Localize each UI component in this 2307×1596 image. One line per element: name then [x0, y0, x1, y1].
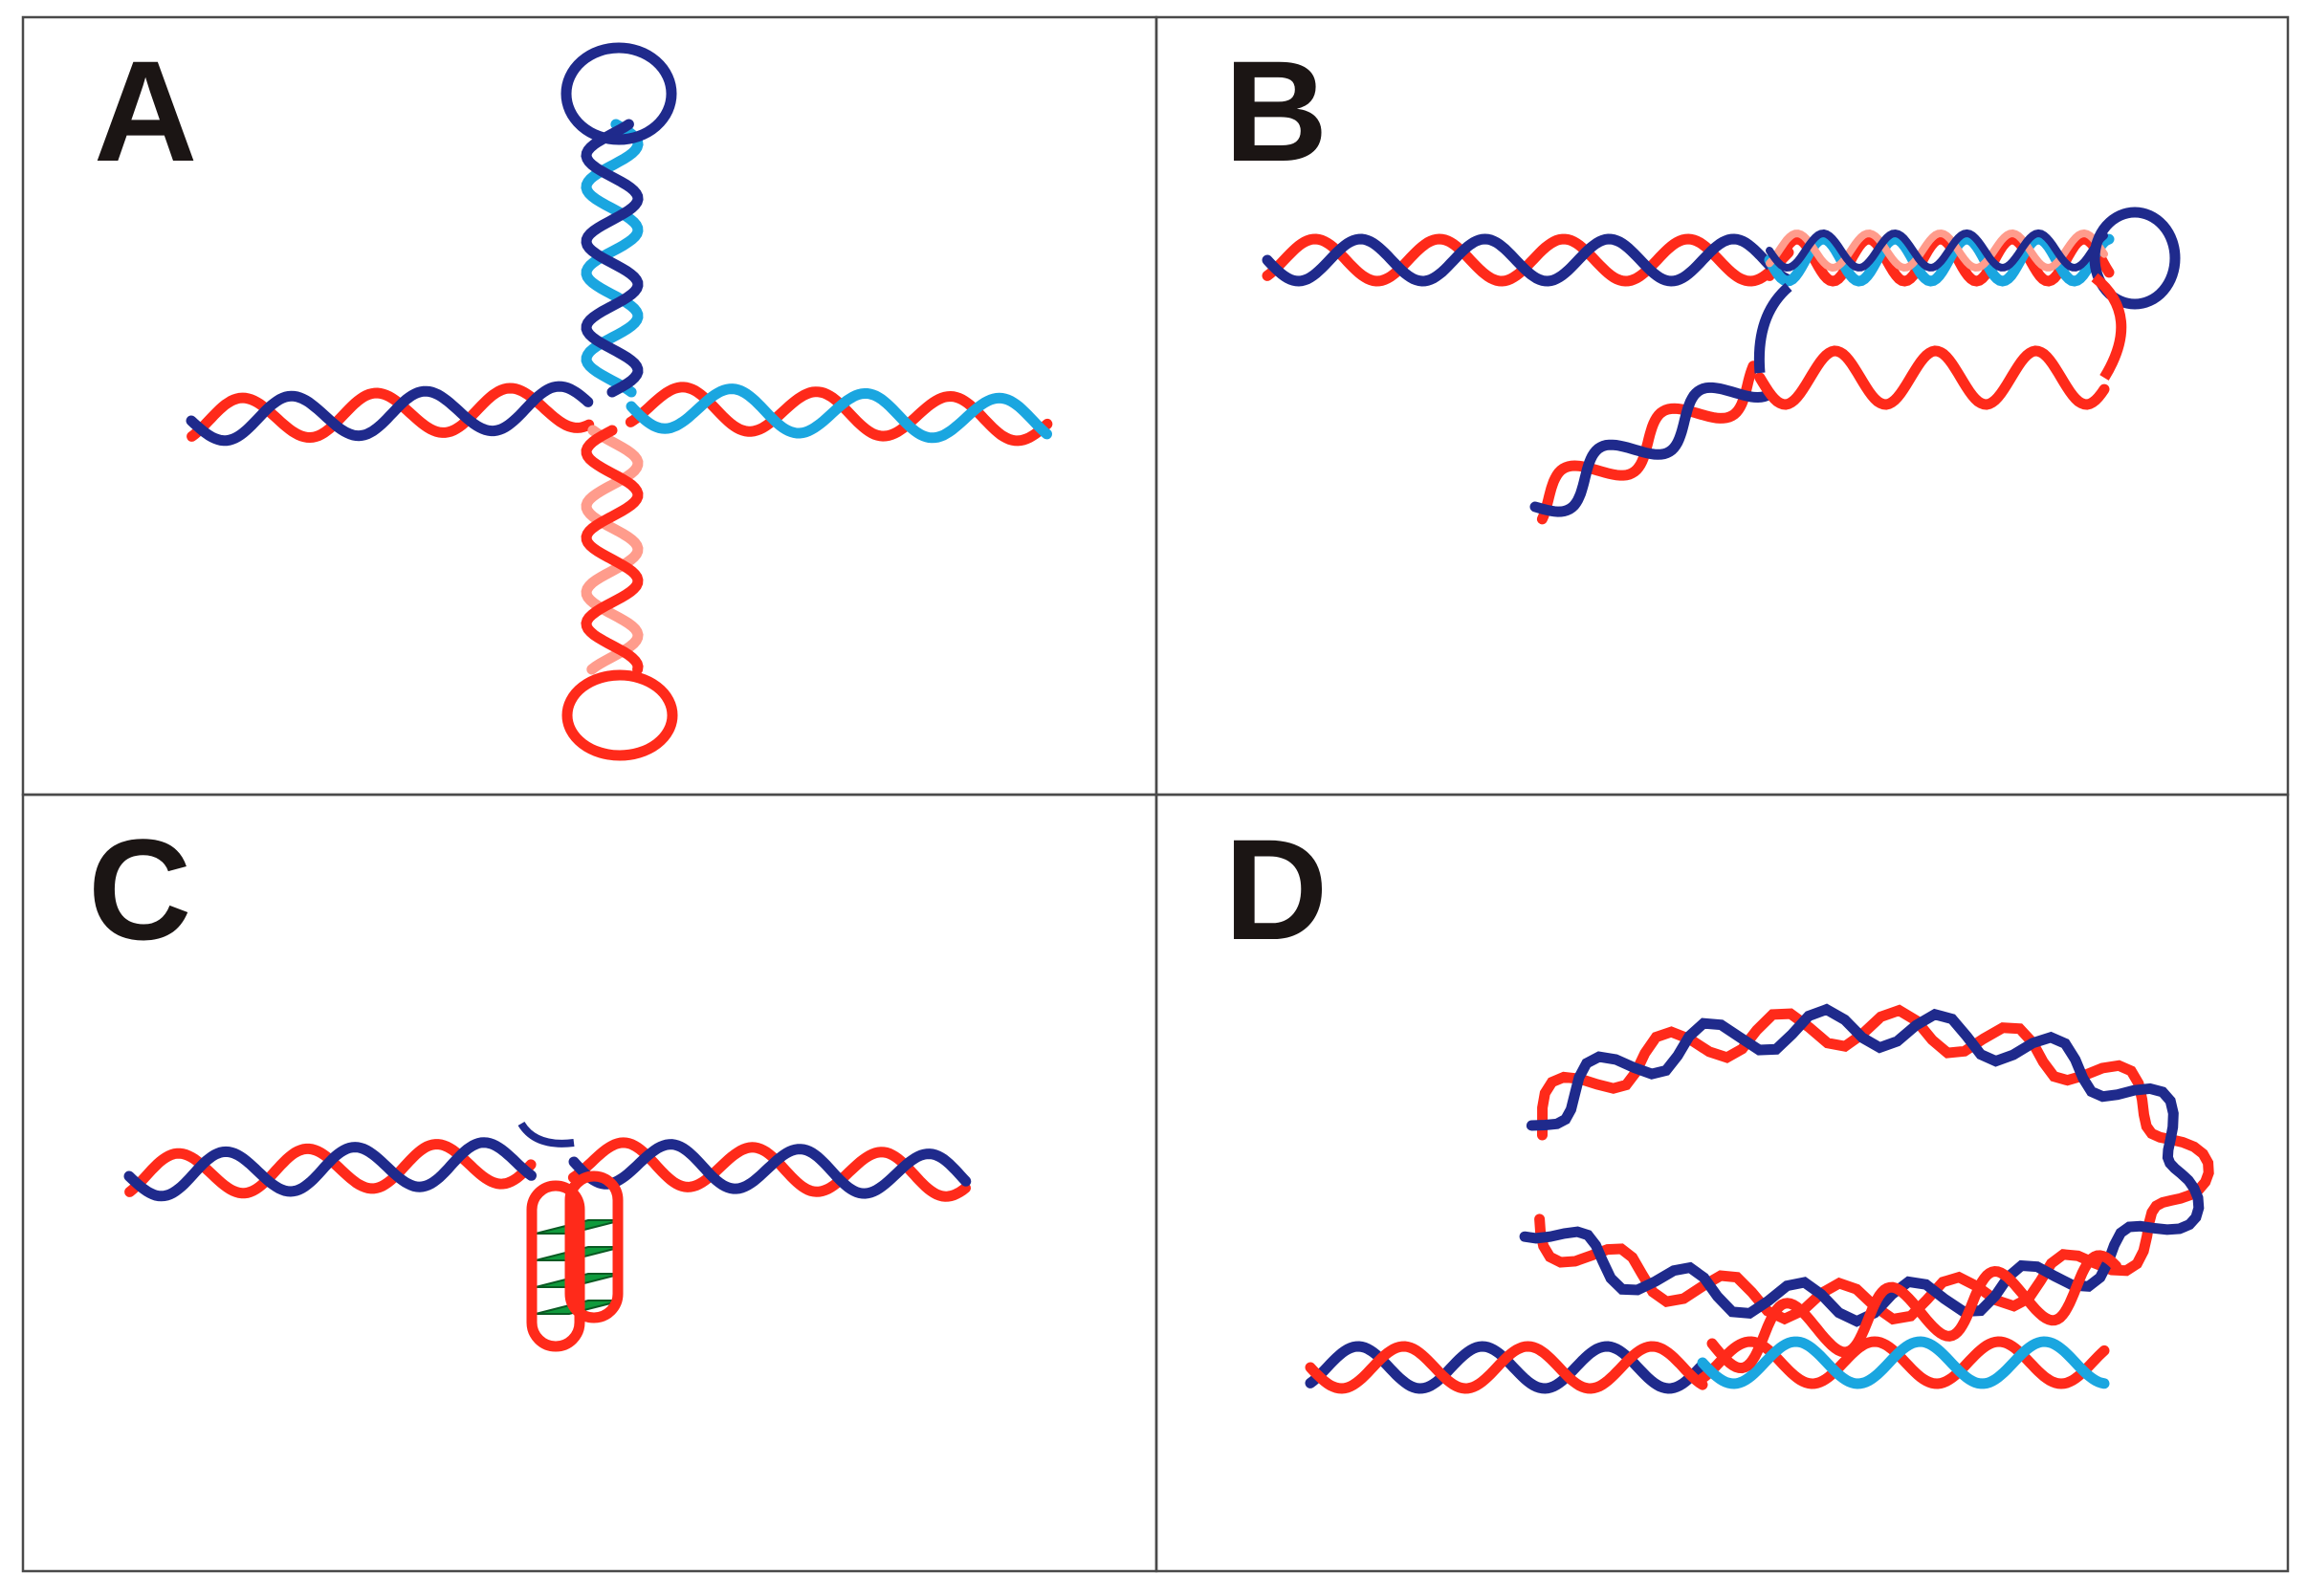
cruciform-right-arm-strand-1 [626, 383, 1052, 444]
cruciform-top-arm-strand-1 [581, 119, 644, 398]
cruciform-bottom-hairpin-loop [561, 669, 678, 761]
triplex-third-strand-strand-1 [1766, 229, 2108, 273]
triplex-lower-duplex-strand-1 [1529, 382, 1775, 517]
triplex-red-connector [2091, 273, 2127, 381]
cruciform-right-arm [625, 382, 1053, 447]
cruciform-top-hairpin-loop [560, 42, 677, 145]
quadruplex-red-loop-2 [564, 1170, 624, 1323]
rloop-displaced-strand [1706, 1250, 2121, 1374]
triplex-lower-duplex [1529, 361, 1775, 525]
triplex-structure [1262, 207, 2181, 525]
triplex-loop [2089, 207, 2181, 310]
quadruplex-right-duplex [567, 1137, 972, 1202]
triplex-lower-duplex-strand-2 [1536, 361, 1759, 525]
panel-label-b: B [1224, 31, 1328, 191]
rloop-bottom-right-duplex-strand-1 [1697, 1336, 2110, 1389]
triplex-duplex-right-strand-2 [1764, 233, 2115, 287]
rloop-bottom-right-duplex [1697, 1336, 2110, 1389]
quadruplex-blue-bridge [517, 1121, 575, 1148]
cruciform-left-arm-strand-1 [186, 381, 594, 447]
triplex-duplex-right [1764, 233, 2115, 287]
triplex-duplex-left [1262, 233, 1794, 287]
triplex-third-strand [1766, 229, 2108, 273]
cruciform-bottom-arm [581, 425, 644, 675]
panel-label-a: A [94, 31, 197, 191]
quadruplex-red-loop-1 [526, 1180, 585, 1352]
cruciform-left-arm [186, 381, 595, 447]
quadruplex-left-duplex [123, 1137, 537, 1202]
triplex-duplex-left-strand-1 [1262, 233, 1794, 287]
panel-grid [21, 15, 2290, 1573]
panel-label-d: D [1224, 809, 1328, 970]
rloop-bottom-left-duplex-strand-1 [1305, 1341, 1708, 1394]
triplex-blue-connector [1753, 282, 1792, 374]
panel-border-d [1154, 793, 2290, 1573]
triplex-third-strand-strand-2 [1766, 229, 2108, 273]
cruciform-bottom-arm-strand-1 [581, 425, 644, 675]
g-quadruplex-structure [123, 1121, 972, 1352]
quadruplex-right-duplex-strand-2 [567, 1137, 971, 1202]
cruciform-top-arm [581, 119, 644, 398]
r-loop-structure [1305, 1003, 2214, 1394]
panel-label-c: C [88, 809, 191, 970]
cruciform-left-arm-strand-2 [187, 383, 595, 444]
quadruplex-right-duplex-strand-1 [568, 1139, 972, 1199]
triplex-single-strand-red [1754, 345, 2110, 410]
cruciform-bottom-arm-strand-2 [581, 425, 644, 675]
rloop-bottom-left-duplex [1305, 1341, 1708, 1394]
rloop-ring [1519, 1003, 2214, 1327]
quadruplex-left-duplex-strand-1 [123, 1137, 537, 1202]
triplex-duplex-right-strand-1 [1764, 233, 2115, 287]
cruciform-structure [186, 42, 1053, 761]
rloop-ring-strand-1 [1519, 1003, 2205, 1327]
